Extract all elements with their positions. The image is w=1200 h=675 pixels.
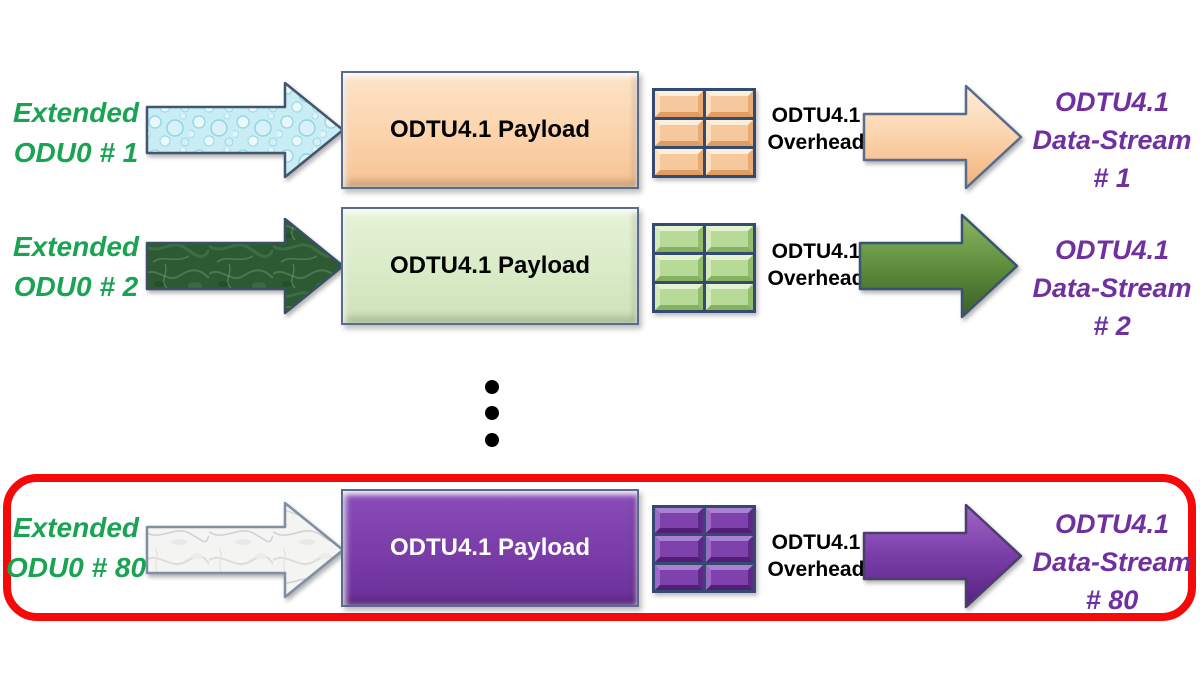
overhead-cell bbox=[705, 564, 753, 590]
overhead-cell bbox=[705, 91, 753, 117]
overhead-cell bbox=[705, 536, 753, 562]
overhead-label: ODTU4.1 Overhead bbox=[760, 529, 872, 583]
highlight-outline bbox=[3, 474, 1196, 621]
output-label: ODTU4.1 Data-Stream # 80 bbox=[1026, 505, 1198, 619]
input-arrow-green-marble bbox=[145, 217, 345, 315]
ellipsis-dot bbox=[485, 433, 499, 447]
output-label-line1: ODTU4.1 bbox=[1054, 87, 1170, 117]
output-label-line3: # 2 bbox=[1093, 311, 1131, 341]
payload-label: ODTU4.1 Payload bbox=[389, 534, 591, 561]
output-label: ODTU4.1 Data-Stream # 2 bbox=[1026, 231, 1198, 345]
source-label-line1: Extended bbox=[12, 231, 140, 262]
payload-label: ODTU4.1 Payload bbox=[389, 252, 591, 279]
output-arrow bbox=[862, 503, 1023, 609]
overhead-label: ODTU4.1 Overhead bbox=[760, 238, 872, 292]
overhead-cell bbox=[705, 508, 753, 534]
overhead-cell bbox=[655, 120, 703, 146]
output-label: ODTU4.1 Data-Stream # 1 bbox=[1026, 83, 1198, 197]
output-arrow bbox=[858, 213, 1019, 319]
overhead-cell bbox=[705, 120, 753, 146]
output-label-line3: # 1 bbox=[1093, 163, 1131, 193]
output-arrow bbox=[862, 84, 1023, 190]
overhead-label: ODTU4.1 Overhead bbox=[760, 102, 872, 156]
output-label-line1: ODTU4.1 bbox=[1054, 509, 1170, 539]
overhead-cell bbox=[705, 226, 753, 252]
overhead-cell bbox=[655, 255, 703, 281]
overhead-cell bbox=[655, 91, 703, 117]
ellipsis-dot bbox=[485, 406, 499, 420]
payload-box: ODTU4.1 Payload bbox=[341, 71, 639, 189]
overhead-label-line1: ODTU4.1 bbox=[771, 240, 861, 263]
input-arrow-white-marble bbox=[145, 501, 345, 599]
overhead-label-line2: Overhead bbox=[767, 131, 865, 154]
overhead-grid bbox=[652, 505, 756, 593]
output-label-line3: # 80 bbox=[1085, 585, 1139, 615]
output-label-line2: Data-Stream bbox=[1032, 273, 1192, 303]
overhead-label-line2: Overhead bbox=[767, 267, 865, 290]
output-label-line2: Data-Stream bbox=[1032, 125, 1192, 155]
payload-label: ODTU4.1 Payload bbox=[389, 116, 591, 143]
overhead-cell bbox=[655, 284, 703, 310]
overhead-cell bbox=[705, 284, 753, 310]
overhead-label-line1: ODTU4.1 bbox=[771, 531, 861, 554]
overhead-cell bbox=[655, 226, 703, 252]
overhead-cell bbox=[655, 508, 703, 534]
source-label: Extended ODU0 # 80 bbox=[0, 508, 152, 588]
source-label-line1: Extended bbox=[12, 512, 140, 543]
overhead-cell bbox=[705, 255, 753, 281]
overhead-cell bbox=[655, 536, 703, 562]
source-label-line2: ODU0 # 2 bbox=[13, 271, 139, 302]
source-label: Extended ODU0 # 1 bbox=[0, 93, 152, 173]
output-label-line1: ODTU4.1 bbox=[1054, 235, 1170, 265]
source-label: Extended ODU0 # 2 bbox=[0, 227, 152, 307]
overhead-grid bbox=[652, 223, 756, 313]
payload-box: ODTU4.1 Payload bbox=[341, 489, 639, 607]
payload-box: ODTU4.1 Payload bbox=[341, 207, 639, 325]
overhead-label-line1: ODTU4.1 bbox=[771, 104, 861, 127]
overhead-cell bbox=[705, 149, 753, 175]
source-label-line2: ODU0 # 1 bbox=[13, 137, 139, 168]
output-label-line2: Data-Stream bbox=[1032, 547, 1192, 577]
overhead-label-line2: Overhead bbox=[767, 558, 865, 581]
source-label-line1: Extended bbox=[12, 97, 140, 128]
source-label-line2: ODU0 # 80 bbox=[5, 552, 147, 583]
input-arrow-water bbox=[145, 81, 345, 179]
ellipsis-dot bbox=[485, 380, 499, 394]
overhead-grid bbox=[652, 88, 756, 178]
overhead-cell bbox=[655, 564, 703, 590]
overhead-cell bbox=[655, 149, 703, 175]
